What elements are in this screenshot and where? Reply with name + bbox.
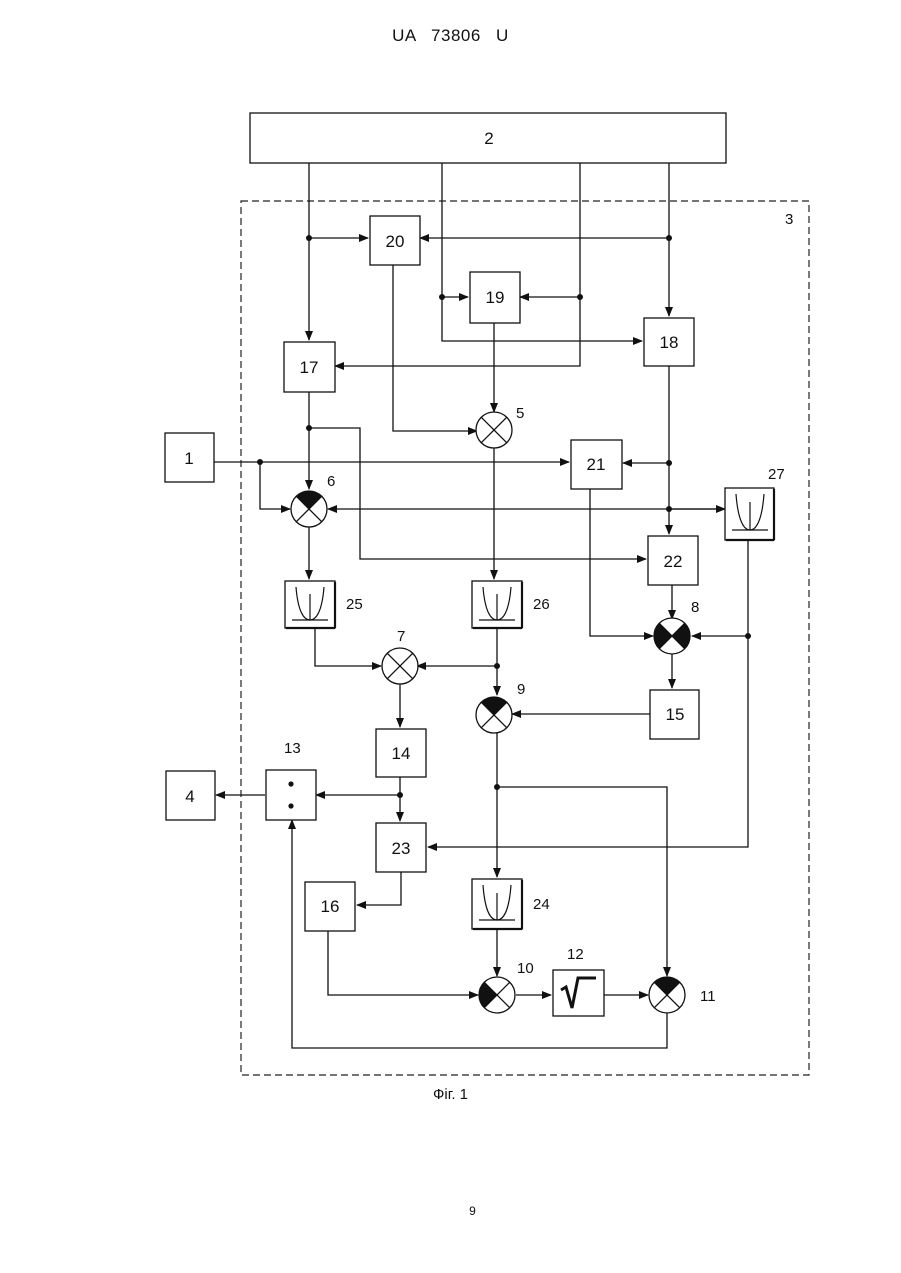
block-20: 20 [370, 216, 420, 265]
block-17-label: 17 [300, 358, 319, 377]
multiplier-9 [476, 697, 512, 733]
block-1: 1 [165, 433, 214, 482]
filter-25 [285, 581, 335, 628]
multiplier-6 [291, 491, 327, 527]
label-25: 25 [346, 596, 363, 613]
label-3: 3 [785, 211, 793, 228]
label-27: 27 [768, 466, 785, 483]
block-20-label: 20 [386, 232, 405, 251]
block-14-label: 14 [392, 744, 411, 763]
label-5: 5 [516, 405, 524, 422]
divider-13 [266, 770, 316, 820]
block-18: 18 [644, 318, 694, 366]
element-labels: 3 5 6 27 25 26 8 7 9 13 24 12 10 11 [284, 211, 793, 1005]
block-2-label: 2 [484, 129, 493, 148]
multiplier-11 [649, 977, 685, 1013]
block-23: 23 [376, 823, 426, 872]
block-19: 19 [470, 272, 520, 323]
label-10: 10 [517, 960, 534, 977]
block-4: 4 [166, 771, 215, 820]
multiplier-7 [382, 648, 418, 684]
label-9: 9 [517, 681, 525, 698]
block-1-label: 1 [184, 449, 193, 468]
block-22: 22 [648, 536, 698, 585]
label-7: 7 [397, 628, 405, 645]
multiplier-10 [479, 977, 515, 1013]
filter-27 [725, 488, 774, 540]
label-11: 11 [700, 988, 716, 1005]
block-16: 16 [305, 882, 355, 931]
block-16-label: 16 [321, 897, 340, 916]
block-23-label: 23 [392, 839, 411, 858]
label-8: 8 [691, 599, 699, 616]
figure-caption: Фіг. 1 [0, 1086, 901, 1103]
page-number: 9 [0, 1204, 901, 1218]
block-17: 17 [284, 342, 335, 392]
block-21-label: 21 [587, 455, 606, 474]
block-15-label: 15 [666, 705, 685, 724]
block-2: 2 [250, 113, 726, 163]
multiplier-5 [476, 412, 512, 448]
filter-26 [472, 581, 522, 628]
label-12: 12 [567, 946, 584, 963]
block-4-label: 4 [185, 787, 194, 806]
sqrt-block-12 [553, 970, 604, 1016]
block-14: 14 [376, 729, 426, 777]
label-13: 13 [284, 740, 301, 757]
block-22-label: 22 [664, 552, 683, 571]
label-24: 24 [533, 896, 550, 913]
label-26: 26 [533, 596, 550, 613]
block-19-label: 19 [486, 288, 505, 307]
block-15: 15 [650, 690, 699, 739]
block-21: 21 [571, 440, 622, 489]
multiplier-8 [654, 618, 690, 654]
label-6: 6 [327, 473, 335, 490]
filter-24 [472, 879, 522, 929]
block-18-label: 18 [660, 333, 679, 352]
unit-3-boundary [241, 201, 809, 1075]
